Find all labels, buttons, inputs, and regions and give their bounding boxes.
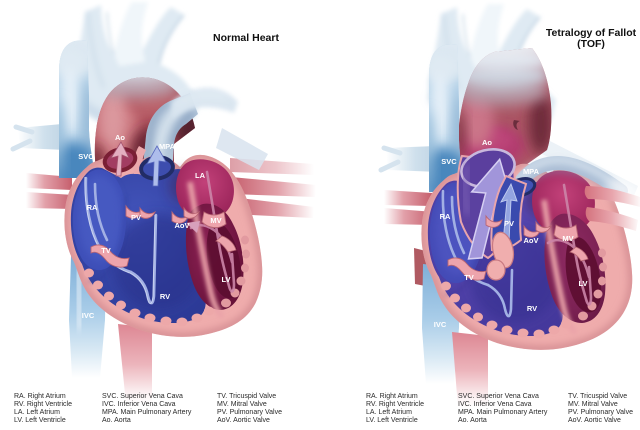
svg-text:TV. Tricuspid Valve: TV. Tricuspid Valve (217, 393, 276, 400)
svg-text:RV. Right Ventricle: RV. Right Ventricle (366, 401, 424, 408)
svg-text:TV: TV (464, 273, 474, 282)
svg-text:LA: LA (195, 171, 206, 180)
svg-text:LA. Left Atrium: LA. Left Atrium (366, 409, 412, 416)
svg-text:SVC: SVC (441, 157, 457, 166)
svg-text:Ao. Aorta: Ao. Aorta (458, 417, 487, 424)
svg-text:Ao: Ao (482, 138, 492, 147)
svg-text:AoV: AoV (175, 221, 190, 230)
svg-text:SVC. Superior Vena Cava: SVC. Superior Vena Cava (458, 393, 539, 400)
svg-text:MPA. Main Pulmonary Artery: MPA. Main Pulmonary Artery (102, 409, 192, 416)
svg-text:Ao. Aorta: Ao. Aorta (102, 417, 131, 424)
svg-text:IVC. Inferior Vena Cava: IVC. Inferior Vena Cava (458, 401, 532, 408)
svg-text:MPA. Main Pulmonary Artery: MPA. Main Pulmonary Artery (458, 409, 548, 416)
svg-text:Ao: Ao (115, 133, 125, 142)
svg-text:IVC: IVC (434, 320, 447, 329)
svg-text:RA: RA (440, 212, 451, 221)
svg-text:IVC. Inferior Vena Cava: IVC. Inferior Vena Cava (102, 401, 176, 408)
svg-text:TV. Tricuspid Valve: TV. Tricuspid Valve (568, 393, 627, 400)
svg-text:SVC. Superior Vena Cava: SVC. Superior Vena Cava (102, 393, 183, 400)
svg-text:MV: MV (562, 234, 573, 243)
svg-text:PV: PV (131, 213, 141, 222)
svg-text:AoV: AoV (524, 236, 539, 245)
svg-text:TV: TV (101, 246, 111, 255)
svg-text:MV. Mitral Valve: MV. Mitral Valve (217, 401, 267, 408)
svg-text:MV: MV (210, 216, 221, 225)
svg-text:RA. Right Atrium: RA. Right Atrium (366, 393, 418, 400)
svg-text:PV: PV (504, 219, 514, 228)
svg-text:RV: RV (160, 292, 170, 301)
svg-text:LA. Left Atrium: LA. Left Atrium (14, 409, 60, 416)
svg-text:MV. Mitral Valve: MV. Mitral Valve (568, 401, 618, 408)
svg-text:PV. Pulmonary Valve: PV. Pulmonary Valve (217, 409, 282, 416)
svg-text:PV. Pulmonary Valve: PV. Pulmonary Valve (568, 409, 633, 416)
svg-text:AoV. Aortic Valve: AoV. Aortic Valve (217, 417, 270, 424)
svg-text:LV: LV (578, 279, 587, 288)
svg-text:RV. Right Ventricle: RV. Right Ventricle (14, 401, 72, 408)
svg-text:RA. Right Atrium: RA. Right Atrium (14, 393, 66, 400)
svg-text:LV. Left Ventricle: LV. Left Ventricle (366, 417, 418, 424)
svg-text:IVC: IVC (82, 311, 95, 320)
svg-text:MPA: MPA (523, 167, 540, 176)
svg-text:LV. Left Ventricle: LV. Left Ventricle (14, 417, 66, 424)
svg-text:MPA: MPA (159, 142, 176, 151)
svg-text:Tetralogy of Fallot: Tetralogy of Fallot (546, 27, 637, 39)
svg-text:SVC: SVC (78, 152, 94, 161)
svg-text:LV: LV (221, 275, 230, 284)
svg-text:RV: RV (527, 304, 537, 313)
svg-text:RA: RA (87, 203, 98, 212)
svg-text:(TOF): (TOF) (577, 38, 605, 50)
svg-text:Normal Heart: Normal Heart (213, 32, 279, 44)
svg-text:AoV. Aortic Valve: AoV. Aortic Valve (568, 417, 621, 424)
